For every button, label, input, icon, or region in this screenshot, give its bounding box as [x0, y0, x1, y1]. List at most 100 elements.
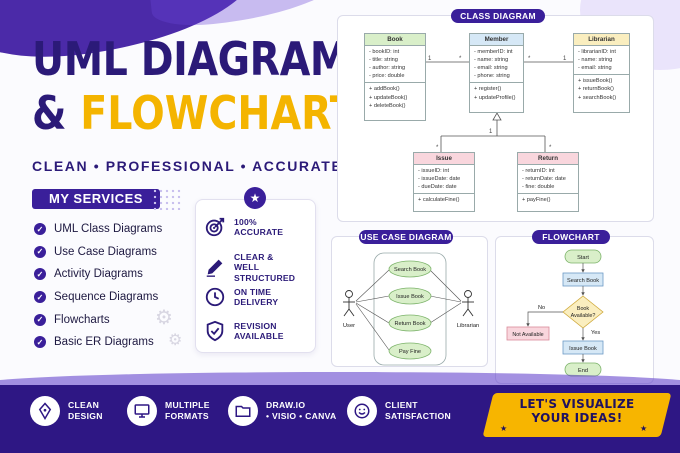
multiplicity-label: *	[528, 56, 531, 62]
service-item: ✓ Flowcharts	[34, 308, 162, 331]
flowchart-tag: FLOWCHART	[532, 230, 610, 244]
check-icon: ✓	[34, 313, 46, 326]
service-label: Activity Diagrams	[54, 268, 143, 281]
bottom-feature-line-2: FORMATS	[165, 411, 209, 421]
feature-line-1: CLEAR &	[234, 252, 274, 262]
class-attributes: - issueID: int - issueDate: date - dueDa…	[414, 165, 474, 193]
class-attribute: - memberID: int	[474, 49, 513, 55]
flow-label: Issue Book	[569, 346, 597, 352]
features-card: 100%ACCURATE CLEAR &WELL STRUCTURED ON T…	[195, 199, 316, 353]
feature-line-1: 100%	[234, 216, 257, 227]
service-label: Basic ER Diagrams	[54, 336, 154, 349]
flow-label: End	[578, 368, 588, 374]
cta-line-1: LET'S VISUALIZE	[519, 397, 635, 411]
service-item: ✓ UML Class Diagrams	[34, 218, 162, 241]
gear-icon: ⚙	[168, 332, 183, 349]
feature-line-1: REVISION	[234, 320, 277, 331]
class-issue: Issue - issueID: int - issueDate: date -…	[413, 152, 475, 212]
class-operations: + register() + updateProfile()	[470, 82, 523, 103]
class-member: Member - memberID: int - name: string - …	[469, 33, 524, 113]
class-attribute: - name: string	[578, 57, 613, 64]
use-case-tag: USE CASE DIAGRAM	[359, 230, 453, 244]
bottom-feature-text: DRAW.IO• VISIO • CANVA	[266, 400, 337, 421]
multiplicity-label: *	[459, 56, 462, 62]
class-name: Book	[365, 34, 425, 46]
feature-line-1: ON TIME	[234, 286, 272, 297]
cta-line-2: YOUR IDEAS!	[531, 411, 623, 426]
class-operations: + addBook() + updateBook() + deleteBook(…	[365, 82, 425, 111]
use-case-pay-fine	[388, 342, 432, 360]
class-attribute: - returnID: int	[522, 168, 555, 174]
use-case-issue-book	[388, 287, 432, 305]
class-book: Book - bookID: int - title: string - aut…	[364, 33, 426, 121]
star-icon: ★	[640, 424, 648, 433]
class-operation: + updateBook()	[369, 94, 408, 101]
check-icon: ✓	[34, 223, 46, 236]
monitor-icon	[127, 396, 157, 426]
multiplicity-label: *	[436, 145, 439, 151]
feature-text: CLEAR &WELL STRUCTURED	[234, 252, 314, 283]
flow-label: Book	[577, 306, 590, 312]
multiplicity-label: 1	[563, 56, 567, 62]
headline-line-2: & FLOWCHARTS	[32, 90, 385, 136]
class-attributes: - returnID: int - returnDate: date - fin…	[518, 165, 578, 193]
bottom-feature-line-1: CLIENT	[385, 400, 418, 411]
class-operation: + calculateFine()	[418, 197, 460, 204]
class-librarian: Librarian - librarianID: int - name: str…	[573, 33, 630, 113]
service-label: Flowcharts	[54, 313, 110, 326]
class-return: Return - returnID: int - returnDate: dat…	[517, 152, 579, 212]
actor-user-label: User	[343, 323, 355, 329]
shield-check-icon	[206, 320, 224, 342]
flow-label: Search Book	[567, 278, 599, 284]
multiplicity-label: *	[549, 145, 552, 151]
star-icon: ★	[500, 424, 508, 433]
class-attribute: - librarianID: int	[578, 49, 616, 55]
class-name: Librarian	[574, 34, 629, 46]
class-operation: + returnBook()	[578, 86, 614, 93]
feature-accurate: 100%ACCURATE	[204, 216, 314, 238]
gear-icon: ⚙	[155, 307, 173, 329]
check-icon: ✓	[34, 268, 46, 281]
class-diagram-tag: CLASS DIAGRAM	[451, 9, 545, 23]
folder-icon	[228, 396, 258, 426]
bottom-feature-line-1: MULTIPLE	[165, 400, 210, 411]
feature-line-2: WELL STRUCTURED	[234, 262, 296, 283]
class-operations: + calculateFine()	[414, 193, 474, 206]
service-label: UML Class Diagrams	[54, 223, 163, 236]
service-item: ✓Sequence Diagrams	[34, 286, 162, 309]
class-attribute: - issueDate: date	[418, 176, 461, 183]
use-case-search-book	[388, 260, 432, 278]
class-name: Member	[470, 34, 523, 46]
actor-user-figure	[343, 290, 355, 317]
multiplicity-label: 1	[489, 129, 493, 135]
inherit-arrowhead	[492, 112, 502, 121]
flow-not-available	[506, 326, 550, 341]
star-icon: ★	[244, 187, 266, 209]
class-operation: + payFine()	[522, 197, 551, 204]
class-attribute: - name: string	[474, 57, 509, 64]
class-attribute: - fine: double	[522, 184, 555, 191]
headline-ampersand: &	[32, 86, 67, 140]
use-case-label: Issue Book	[396, 294, 424, 300]
use-case-label: Return Book	[394, 321, 425, 327]
flow-label: Start	[577, 255, 589, 261]
class-attribute: - phone: string	[474, 73, 510, 80]
class-operations: + issueBook() + returnBook() + searchBoo…	[574, 74, 629, 103]
feature-line-2: AVAILABLE	[234, 331, 284, 341]
class-attribute: - email: string	[578, 65, 612, 72]
feature-text: 100%ACCURATE	[234, 217, 283, 238]
services-list: ✓UML Class Diagrams ✓Use Case Diagrams ✓…	[34, 218, 162, 354]
class-name: Return	[518, 153, 578, 165]
flow-connectors	[526, 263, 585, 363]
class-operation: + issueBook()	[578, 78, 613, 85]
class-attribute: - issueID: int	[418, 168, 450, 174]
system-boundary	[373, 252, 447, 366]
class-attributes: - memberID: int - name: string - email: …	[470, 46, 523, 82]
pencil-icon	[206, 260, 223, 278]
class-attribute: - email: string	[474, 65, 508, 72]
